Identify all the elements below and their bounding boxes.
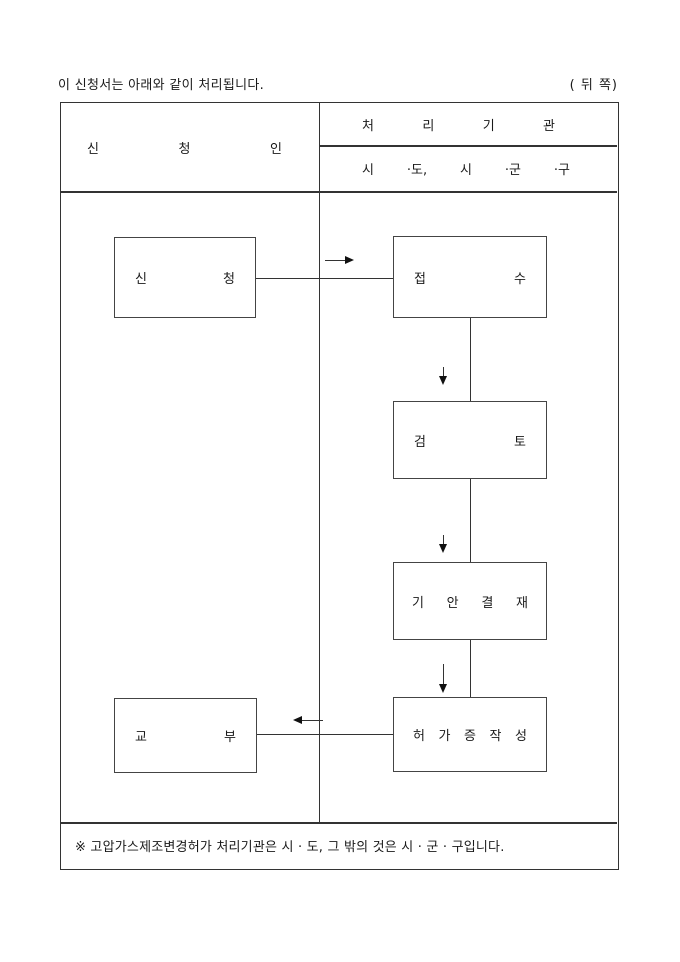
intro-text: 이 신청서는 아래와 같이 처리됩니다.	[58, 78, 265, 93]
header-divider-line	[61, 191, 617, 193]
arrow-down-icon	[438, 544, 447, 553]
connector-draft-permit	[469, 640, 471, 697]
table-footnote: ※ 고압가스제조변경허가 처리기관은 시 · 도, 그 밖의 것은 시 · 군 …	[75, 840, 505, 855]
connector-permit-issuance	[257, 734, 393, 736]
connector-review-draft	[469, 479, 471, 562]
back-side-label: ( 뒤 쪽)	[569, 78, 618, 93]
arrow-right-icon	[345, 256, 354, 264]
arrow-down-icon	[443, 535, 445, 545]
arrow-right-icon	[325, 260, 346, 262]
footnote-divider-line	[61, 822, 617, 824]
column-divider-line	[318, 103, 320, 822]
arrow-left-icon	[302, 720, 323, 722]
connector-receipt-review	[469, 318, 471, 401]
agency-column-subheader: 시·도,시·군·구	[362, 163, 570, 178]
arrow-left-icon	[293, 716, 302, 724]
arrow-down-icon	[438, 376, 447, 385]
connector-apply-receipt	[256, 278, 393, 280]
arrow-down-icon	[438, 684, 447, 693]
arrow-down-icon	[443, 664, 445, 685]
agency-subheader-divider-line	[318, 145, 617, 147]
arrow-down-icon	[443, 367, 445, 377]
